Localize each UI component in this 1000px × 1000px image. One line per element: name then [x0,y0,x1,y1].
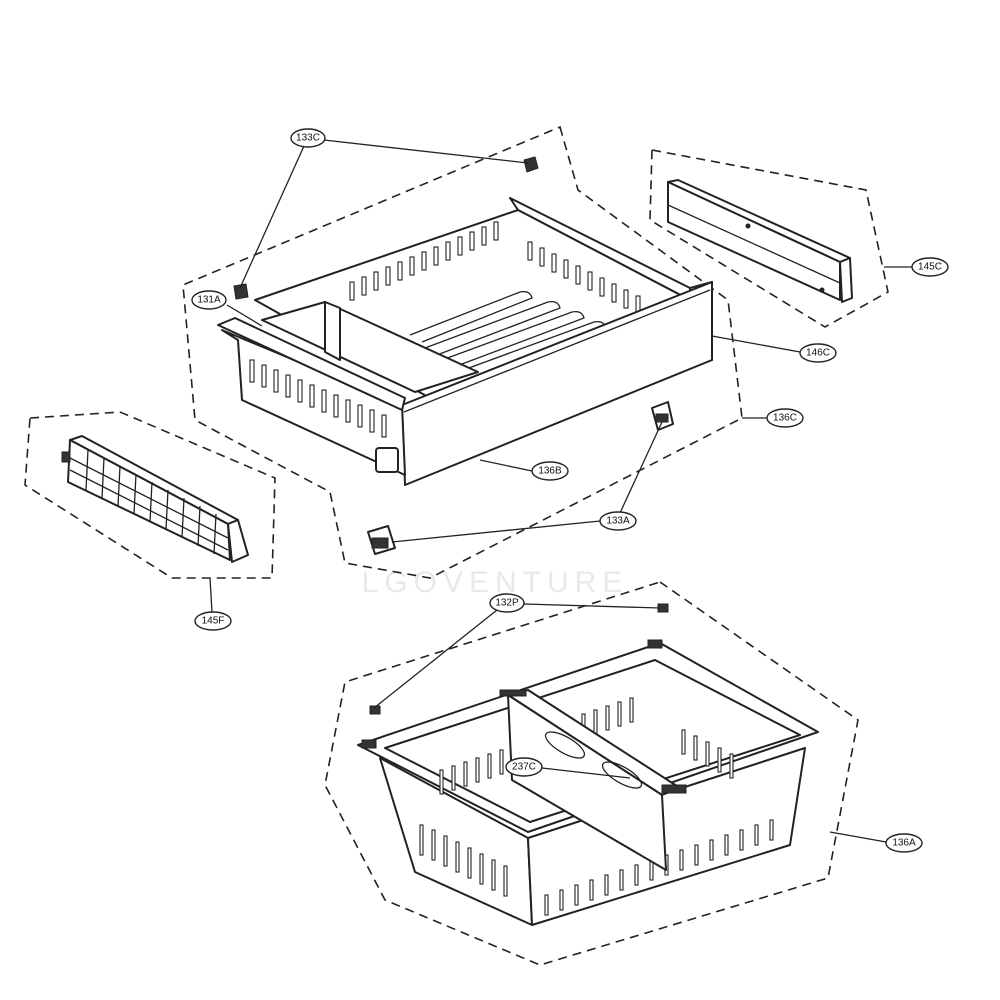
callout-132p: 132P [489,593,525,613]
cover-145f-group-outline [24,411,276,579]
callout-237c-label: 237C [512,762,536,773]
callout-145f-label: 145F [202,616,225,627]
upper-drawer-136b [217,197,713,486]
callout-136c: 136C [766,408,804,428]
clip-132p-left [369,705,381,715]
lower-drawer-group-outline [324,581,859,966]
upper-drawer-group-outline [182,125,743,579]
callout-145c: 145C [911,257,949,277]
rail-145c-group-outline [649,149,889,328]
callout-136b-label: 136B [538,466,562,477]
roller-133a-left [367,525,396,555]
lower-drawer-136a [357,639,819,926]
watermark-text: LGOVENTURE [362,566,629,599]
leader-lines [209,139,912,843]
roller-133a-right [651,401,674,431]
callout-133a-label: 133A [606,516,630,527]
rail-145c [667,179,853,303]
callout-237c: 237C [505,757,543,777]
callout-146c-label: 146C [806,348,830,359]
callout-133c: 133C [290,128,326,148]
callout-133a: 133A [599,511,637,531]
callout-145f: 145F [194,611,232,631]
callout-136c-label: 136C [773,413,797,424]
callout-131a: 131A [191,290,227,310]
callout-136a: 136A [885,833,923,853]
callout-132p-label: 132P [495,598,519,609]
cover-145f [61,435,249,563]
callout-145c-label: 145C [918,262,942,273]
callout-133c-label: 133C [296,133,320,144]
clip-133c-top [523,156,539,173]
callout-136a-label: 136A [892,838,916,849]
callout-131a-label: 131A [197,295,221,306]
callout-136b: 136B [531,461,569,481]
callout-146c: 146C [799,343,837,363]
